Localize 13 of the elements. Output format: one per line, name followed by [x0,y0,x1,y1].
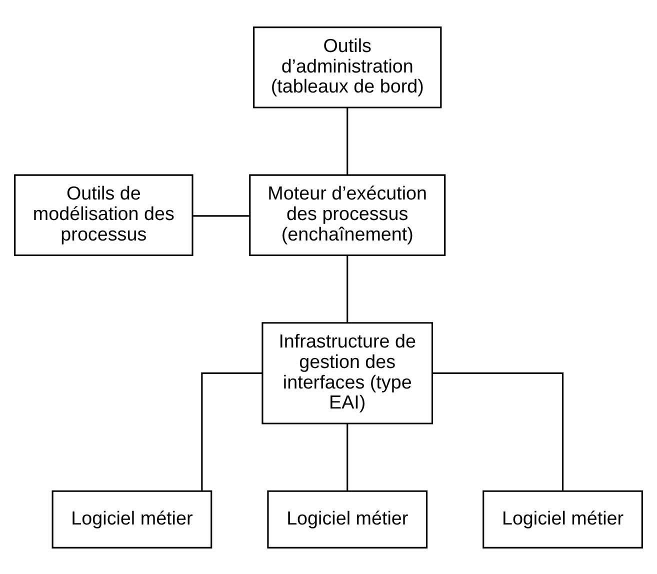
connector [432,372,564,490]
node-box: Moteur d’exécution des processus (enchaînement) [249,174,446,256]
node-box: Outils d’administration (tableaux de bord) [253,26,442,108]
connector [201,372,262,490]
node-box: Outils de modélisation des processus [14,174,194,256]
connector [346,423,348,490]
node-box: Logiciel métier [52,490,212,548]
connector [193,214,250,216]
connector [346,107,348,174]
node-box: Infrastructure de gestion des interfaces (type EAI) [262,322,434,424]
connector [346,254,348,322]
node-box: Logiciel métier [482,490,643,548]
node-box: Logiciel métier [267,490,428,548]
